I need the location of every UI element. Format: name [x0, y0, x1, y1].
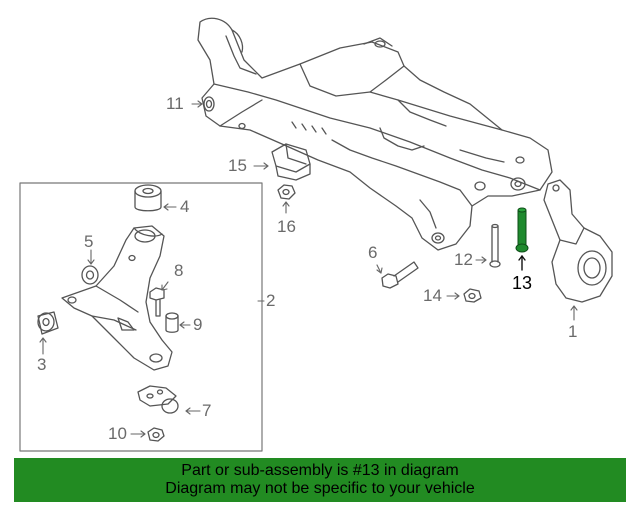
callout-3[interactable]: 3: [37, 355, 47, 374]
callout-10[interactable]: 10: [108, 424, 127, 443]
banner-line-part: Part or sub-assembly is #13 in diagram: [181, 462, 459, 479]
callout-6[interactable]: 6: [368, 243, 378, 262]
callout-9[interactable]: 9: [193, 315, 203, 334]
part-9-pin: [165, 312, 179, 333]
part-5-bushing: [81, 265, 99, 285]
leader-lines: [39, 100, 578, 438]
part-15-bracket: [271, 143, 311, 181]
callout-14[interactable]: 14: [423, 286, 442, 305]
part-14-nut: [463, 288, 482, 303]
part-12-bolt: [489, 223, 501, 268]
part-8-bolt: [149, 287, 165, 317]
part-16-nut: [277, 184, 296, 200]
callout-7[interactable]: 7: [202, 401, 212, 420]
callout-5[interactable]: 5: [84, 232, 94, 251]
part-6-bolt: [381, 261, 419, 289]
callout-1[interactable]: 1: [568, 322, 578, 341]
part-3-bushing: [37, 311, 59, 335]
callout-13[interactable]: 13: [512, 273, 533, 293]
info-banner: Part or sub-assembly is #13 in diagram D…: [14, 458, 626, 502]
lower-arm-assembly-box: [19, 182, 263, 452]
part-10-nut: [147, 427, 165, 442]
callout-12[interactable]: 12: [454, 250, 473, 269]
callout-15[interactable]: 15: [228, 156, 247, 175]
crossmember: [197, 17, 553, 251]
callout-11[interactable]: 11: [166, 94, 184, 113]
callout-4[interactable]: 4: [180, 197, 190, 216]
lower-control-arm: [61, 225, 173, 371]
callout-2[interactable]: 2: [266, 291, 276, 310]
part-7-ball-joint: [137, 385, 179, 414]
parts-diagram: [19, 17, 613, 452]
callout-16[interactable]: 16: [277, 217, 296, 236]
callout-8[interactable]: 8: [174, 261, 184, 280]
banner-line-disclaimer: Diagram may not be specific to your vehi…: [165, 480, 475, 497]
part-4-bushing: [134, 184, 162, 212]
part-1-knuckle: [543, 179, 613, 303]
part-13-leader: [518, 255, 526, 271]
part-13-bolt-highlight[interactable]: [515, 207, 529, 253]
